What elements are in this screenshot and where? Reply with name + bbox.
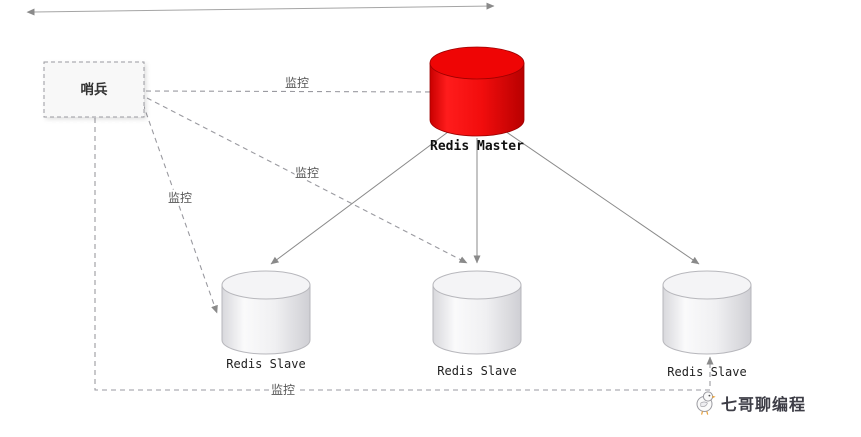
monitor-label-to-left-slave: 监控 <box>168 191 192 205</box>
monitor-label-to-master: 监控 <box>285 76 309 90</box>
replication-line-left <box>270 128 453 265</box>
monitor-arrow-to-right-slave <box>94 118 714 391</box>
slave-label-right: Redis Slave <box>667 365 746 379</box>
monitor-arrow-to-master <box>145 88 444 96</box>
watermark: 七哥聊编程 <box>694 390 806 416</box>
slave-label-center: Redis Slave <box>437 364 516 378</box>
top-connector-line <box>26 2 495 16</box>
monitor-arrow-to-left-slave <box>142 103 218 314</box>
monitor-arrow-to-center-slave <box>146 97 468 264</box>
watermark-text: 七哥聊编程 <box>721 397 807 414</box>
master-label: Redis Master <box>430 139 524 154</box>
sentinel-label: 哨兵 <box>81 81 108 97</box>
replication-line-right <box>501 128 700 265</box>
redis-master-cylinder: Redis Master <box>429 46 525 154</box>
chick-icon <box>696 391 716 415</box>
sentinel-box: 哨兵 <box>43 61 145 118</box>
redis-slave-cylinder-left: Redis Slave <box>221 270 311 371</box>
monitor-label-to-center-slave: 监控 <box>295 166 319 180</box>
monitor-label-to-right-slave: 监控 <box>271 383 295 397</box>
slave-label-left: Redis Slave <box>226 357 305 371</box>
redis-slave-cylinder-right: Redis Slave <box>662 270 752 379</box>
redis-slave-cylinder-center: Redis Slave <box>432 270 522 378</box>
